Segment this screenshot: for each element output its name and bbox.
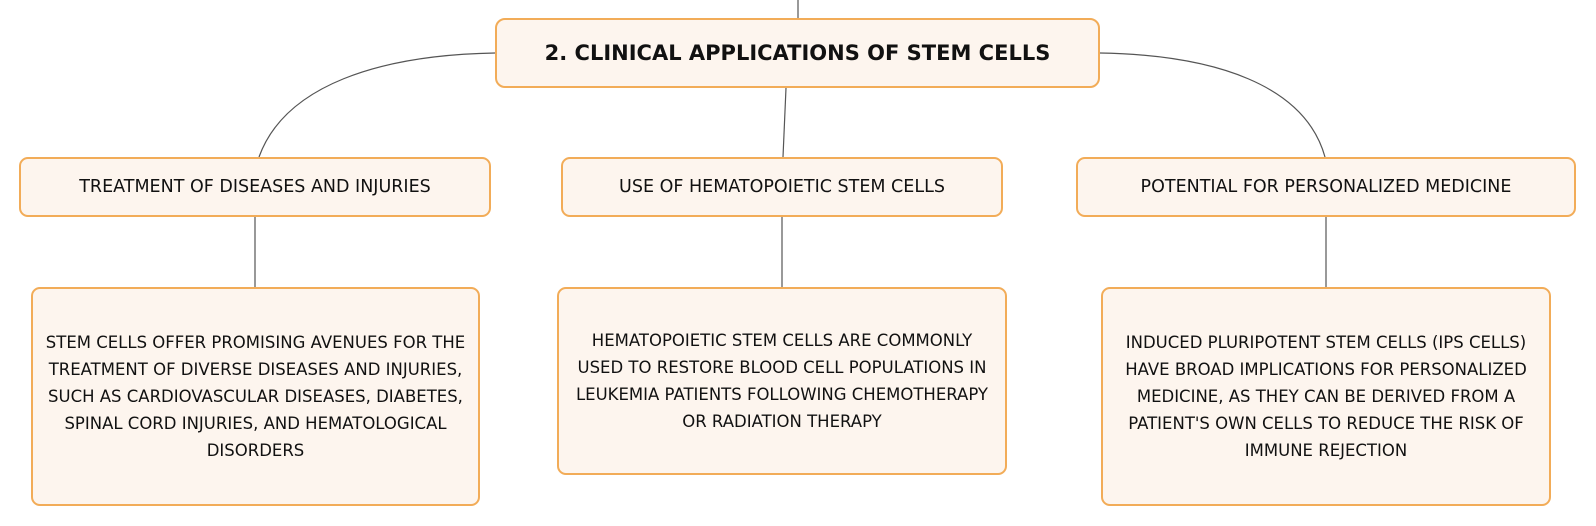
- root-node-label: 2. CLINICAL APPLICATIONS OF STEM CELLS: [544, 41, 1051, 65]
- branch-node-label: TREATMENT OF DISEASES AND INJURIES: [79, 177, 431, 197]
- detail-node-personalized-medicine[interactable]: INDUCED PLURIPOTENT STEM CELLS (IPS CELL…: [1101, 287, 1551, 506]
- branch-node-treatment[interactable]: TREATMENT OF DISEASES AND INJURIES: [19, 157, 491, 217]
- connector-root-to-branch-3: [1099, 52, 1326, 158]
- detail-node-hematopoietic[interactable]: HEMATOPOIETIC STEM CELLS ARE COMMONLY US…: [557, 287, 1007, 475]
- connector-root-to-branch-2: [782, 87, 787, 158]
- detail-node-text: INDUCED PLURIPOTENT STEM CELLS (IPS CELL…: [1125, 333, 1527, 460]
- root-node[interactable]: 2. CLINICAL APPLICATIONS OF STEM CELLS: [495, 18, 1100, 88]
- detail-node-text: HEMATOPOIETIC STEM CELLS ARE COMMONLY US…: [575, 331, 989, 431]
- branch-node-hematopoietic[interactable]: USE OF HEMATOPOIETIC STEM CELLS: [561, 157, 1003, 217]
- connector-root-to-branch-1: [258, 52, 496, 158]
- branch-node-label: USE OF HEMATOPOIETIC STEM CELLS: [619, 177, 945, 197]
- detail-node-treatment[interactable]: STEM CELLS OFFER PROMISING AVENUES FOR T…: [31, 287, 480, 506]
- branch-node-personalized-medicine[interactable]: POTENTIAL FOR PERSONALIZED MEDICINE: [1076, 157, 1576, 217]
- branch-node-label: POTENTIAL FOR PERSONALIZED MEDICINE: [1140, 177, 1512, 197]
- detail-node-text: STEM CELLS OFFER PROMISING AVENUES FOR T…: [45, 333, 466, 460]
